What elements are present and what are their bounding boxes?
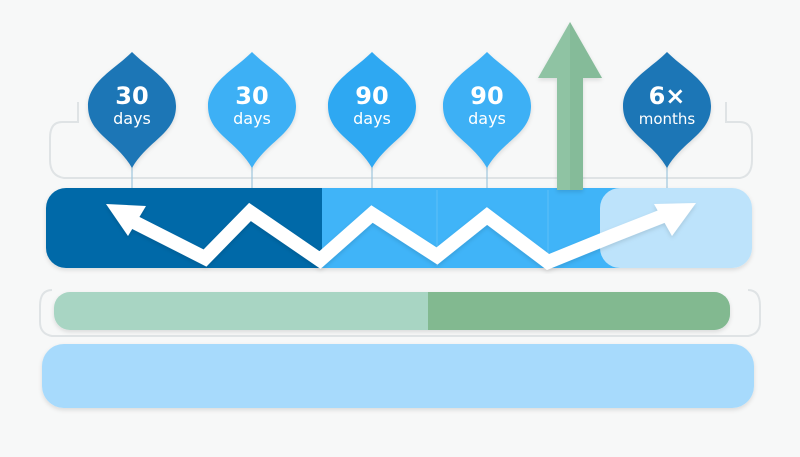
marker-unit: days (468, 109, 506, 128)
green-progress-bar (54, 292, 730, 330)
marker-value: 30 (115, 82, 148, 110)
marker-value: 6× (649, 82, 686, 110)
marker-value: 90 (355, 82, 388, 110)
up-arrow-icon (538, 22, 602, 190)
marker-shape (328, 52, 416, 168)
marker-value: 30 (235, 82, 268, 110)
marker-shape (443, 52, 531, 168)
marker-unit: days (353, 109, 391, 128)
marker-unit: months (639, 110, 696, 128)
top-frame-outline (49, 102, 753, 179)
marker-unit: days (113, 109, 151, 128)
bottom-bar (42, 344, 754, 408)
green-bar-dark (428, 292, 730, 330)
marker-shape (88, 52, 176, 168)
marker-shape (208, 52, 296, 168)
timeline-marker: 6×months (623, 52, 711, 168)
marker-shape (623, 52, 711, 168)
zigzag-trend-arrow-icon (106, 202, 696, 270)
middle-frame-outline (39, 289, 761, 337)
marker-unit: days (233, 109, 271, 128)
marker-value: 90 (470, 82, 503, 110)
green-bar-dark-fill (428, 292, 458, 330)
